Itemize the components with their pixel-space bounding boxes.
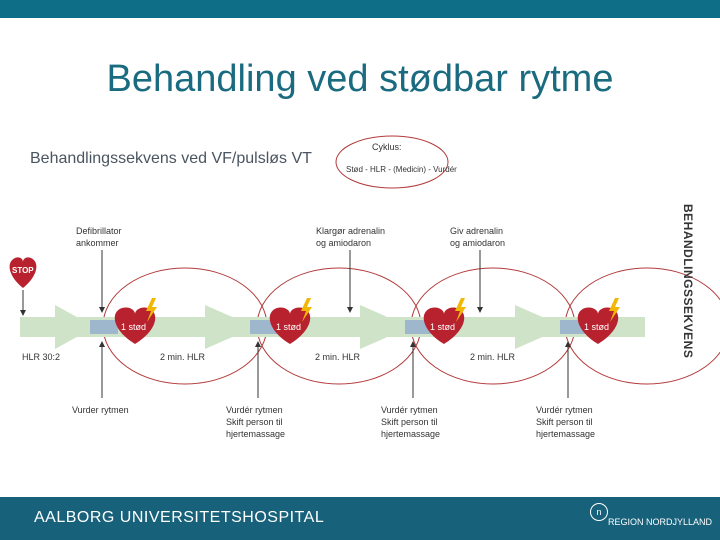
assess-2-line1: Vurdér rytmen xyxy=(381,405,438,415)
stop-label: STOP xyxy=(12,266,34,275)
side-label: BEHANDLINGSSEKVENS xyxy=(681,204,695,358)
diagram-heading: Behandlingssekvens ved VF/pulsløs VT xyxy=(30,150,312,167)
assess-2-line3: hjertemassage xyxy=(381,429,440,439)
bolt-icon-2 xyxy=(301,298,312,322)
shock-segment-1 xyxy=(90,320,118,334)
region-name: REGION NORDJYLLAND xyxy=(608,517,713,527)
stop-heart-icon xyxy=(9,257,37,288)
shock-heart-icon-3 xyxy=(423,307,465,344)
cycle-text: Stød - HLR - (Medicin) - Vurdér xyxy=(346,165,457,174)
hlr-label-3: 2 min. HLR xyxy=(470,352,516,362)
cycle-ellipse xyxy=(335,135,449,189)
bolt-icon-1 xyxy=(146,298,157,322)
shock-label-1: 1 stød xyxy=(121,322,146,332)
top-bar xyxy=(0,0,720,18)
start-label: HLR 30:2 xyxy=(22,352,60,362)
adrenalin2-label-line2: og amiodaron xyxy=(450,238,505,248)
band-arrow-2 xyxy=(205,305,255,349)
hospital-name: AALBORG UNIVERSITETSHOSPITAL xyxy=(34,509,325,526)
hlr-label-2: 2 min. HLR xyxy=(315,352,361,362)
shock-label-2: 1 stød xyxy=(276,322,301,332)
assess-1-line2: Skift person til xyxy=(226,417,283,427)
hlr-label-1: 2 min. HLR xyxy=(160,352,206,362)
band-arrow-1 xyxy=(55,305,95,349)
adrenalin1-label-line1: Klargør adrenalin xyxy=(316,226,385,236)
cycle-title: Cyklus: xyxy=(372,142,402,152)
slide-title: Behandling ved stødbar rytme xyxy=(106,58,614,100)
arrow-band xyxy=(20,317,645,337)
footer: AALBORG UNIVERSITETSHOSPITAL n REGION NO… xyxy=(0,497,720,540)
assess-3-line2: Skift person til xyxy=(536,417,593,427)
adrenalin2-label-line1: Giv adrenalin xyxy=(450,226,503,236)
assess-3-line1: Vurdér rytmen xyxy=(536,405,593,415)
shock-label-3: 1 stød xyxy=(430,322,455,332)
assess-3-line3: hjertemassage xyxy=(536,429,595,439)
band-arrow-4 xyxy=(515,305,565,349)
band-arrow-3 xyxy=(360,305,410,349)
defib-label-line2: ankommer xyxy=(76,238,119,248)
shock-heart-icon-4 xyxy=(577,307,619,344)
shock-label-4: 1 stød xyxy=(584,322,609,332)
assess-1-line1: Vurdér rytmen xyxy=(226,405,283,415)
bolt-icon-3 xyxy=(455,298,466,322)
assess-1-line3: hjertemassage xyxy=(226,429,285,439)
defib-label-line1: Defibrillator xyxy=(76,226,122,236)
adrenalin1-label-line2: og amiodaron xyxy=(316,238,371,248)
shock-heart-icon-1 xyxy=(114,307,156,344)
assess-first-label: Vurder rytmen xyxy=(72,405,129,415)
region-logo-icon: n xyxy=(590,503,608,521)
assess-2-line2: Skift person til xyxy=(381,417,438,427)
shock-heart-icon-2 xyxy=(269,307,311,344)
treatment-sequence-diagram: Cyklus: Stød - HLR - (Medicin) - Vurdér … xyxy=(9,135,720,439)
bolt-icon-4 xyxy=(609,298,620,322)
